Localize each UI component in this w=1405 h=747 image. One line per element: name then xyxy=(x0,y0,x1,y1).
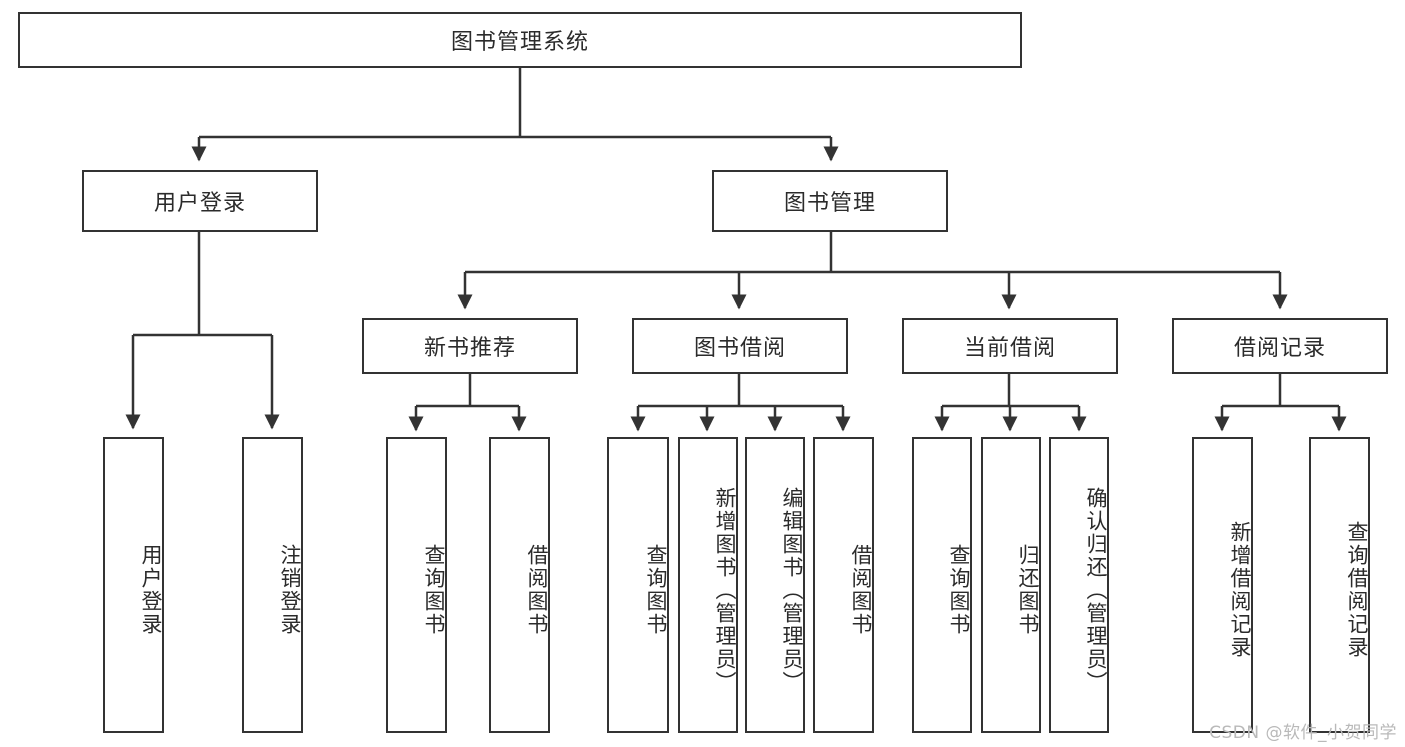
leaf-user-login[interactable]: 用户登录 xyxy=(103,437,164,733)
node-book-management-label: 图书管理 xyxy=(783,191,876,216)
leaf-logout-login[interactable]: 注销登录 xyxy=(242,437,303,733)
node-borrow-record-label: 借阅记录 xyxy=(1233,336,1326,361)
leaf-borrow-book-2[interactable]: 借阅图书 xyxy=(813,437,874,733)
node-user-login-label: 用户登录 xyxy=(153,191,246,216)
leaf-borrow-book-1[interactable]: 借阅图书 xyxy=(489,437,550,733)
leaf-query-book-2-label: 查询图书 xyxy=(644,544,668,636)
node-book-borrow[interactable]: 图书借阅 xyxy=(632,318,848,374)
leaf-edit-book-admin[interactable]: 编辑图书（管理员） xyxy=(745,437,805,733)
node-new-book-recommend[interactable]: 新书推荐 xyxy=(362,318,578,374)
node-root-label: 图书管理系统 xyxy=(450,30,589,55)
leaf-query-book-3-label: 查询图书 xyxy=(947,544,971,636)
node-root[interactable]: 图书管理系统 xyxy=(18,12,1022,68)
leaf-add-book-admin-label: 新增图书（管理员） xyxy=(713,486,737,694)
node-borrow-record[interactable]: 借阅记录 xyxy=(1172,318,1388,374)
leaf-query-book-1-label: 查询图书 xyxy=(422,544,446,636)
node-current-borrow[interactable]: 当前借阅 xyxy=(902,318,1118,374)
leaf-return-book[interactable]: 归还图书 xyxy=(981,437,1041,733)
leaf-user-login-label: 用户登录 xyxy=(139,544,163,636)
leaf-confirm-return-admin[interactable]: 确认归还（管理员） xyxy=(1049,437,1109,733)
leaf-add-borrow-record-label: 新增借阅记录 xyxy=(1228,521,1252,659)
leaf-add-book-admin[interactable]: 新增图书（管理员） xyxy=(678,437,738,733)
leaf-query-book-3[interactable]: 查询图书 xyxy=(912,437,972,733)
leaf-query-book-1[interactable]: 查询图书 xyxy=(386,437,447,733)
leaf-edit-book-admin-label: 编辑图书（管理员） xyxy=(780,486,804,694)
leaf-borrow-book-1-label: 借阅图书 xyxy=(525,544,549,636)
watermark-text: CSDN @软件_小贺同学 xyxy=(1209,723,1397,743)
leaf-query-borrow-record-label: 查询借阅记录 xyxy=(1345,521,1369,659)
leaf-confirm-return-admin-label: 确认归还（管理员） xyxy=(1084,486,1108,694)
node-user-login[interactable]: 用户登录 xyxy=(82,170,318,232)
node-book-management[interactable]: 图书管理 xyxy=(712,170,948,232)
node-book-borrow-label: 图书借阅 xyxy=(693,336,786,361)
node-current-borrow-label: 当前借阅 xyxy=(963,336,1056,361)
leaf-query-borrow-record[interactable]: 查询借阅记录 xyxy=(1309,437,1370,733)
leaf-query-book-2[interactable]: 查询图书 xyxy=(607,437,669,733)
leaf-borrow-book-2-label: 借阅图书 xyxy=(849,544,873,636)
node-new-book-recommend-label: 新书推荐 xyxy=(423,336,516,361)
leaf-return-book-label: 归还图书 xyxy=(1016,544,1040,636)
leaf-logout-login-label: 注销登录 xyxy=(278,544,302,636)
leaf-add-borrow-record[interactable]: 新增借阅记录 xyxy=(1192,437,1253,733)
